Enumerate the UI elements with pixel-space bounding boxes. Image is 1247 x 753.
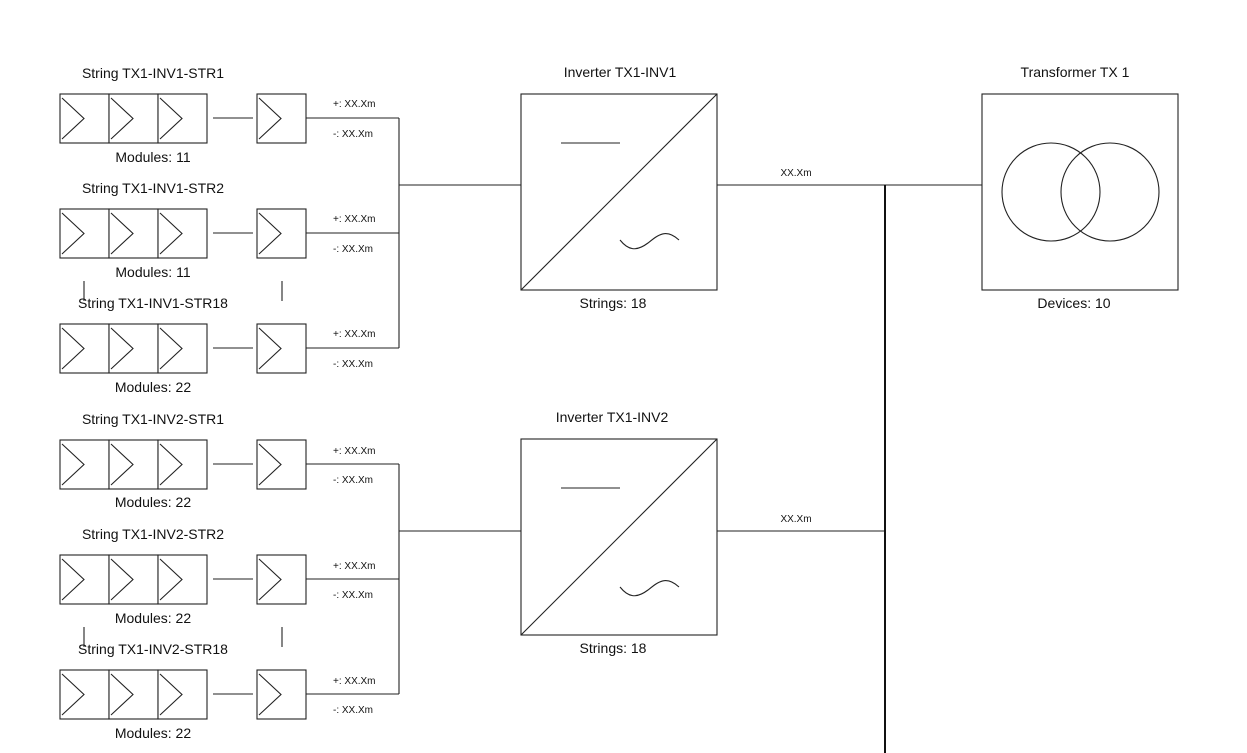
plus-cable-length: +: XX.Xm xyxy=(333,99,376,110)
module-count: Modules: 22 xyxy=(115,379,191,395)
inverter-group-2: String TX1-INV2-STR1 Modules: 22 +: XX.X… xyxy=(59,409,884,741)
ac-wave-symbol xyxy=(619,233,680,250)
string-title: String TX1-INV1-STR1 xyxy=(82,65,224,81)
inverter-group-1: String TX1-INV1-STR1 Modules: 11 +: XX.X… xyxy=(59,64,982,395)
inverter-2[interactable]: Inverter TX1-INV2 Strings: 18 xyxy=(520,409,718,656)
string-title: String TX1-INV2-STR2 xyxy=(82,526,224,542)
inverter-title: Inverter TX1-INV1 xyxy=(564,64,677,80)
minus-cable-length: -: XX.Xm xyxy=(333,705,373,716)
inverter-title: Inverter TX1-INV2 xyxy=(556,409,669,425)
pv-string-2-2[interactable]: String TX1-INV2-STR2 Modules: 22 +: XX.X… xyxy=(59,526,399,626)
module-count: Modules: 11 xyxy=(115,264,190,280)
plus-cable-length: +: XX.Xm xyxy=(333,446,376,457)
string-title: String TX1-INV1-STR2 xyxy=(82,180,224,196)
minus-cable-length: -: XX.Xm xyxy=(333,129,373,140)
minus-cable-length: -: XX.Xm xyxy=(333,590,373,601)
primary-winding-icon xyxy=(1001,142,1101,242)
plus-cable-length: +: XX.Xm xyxy=(333,561,376,572)
string-count: Strings: 18 xyxy=(580,295,647,311)
minus-cable-length: -: XX.Xm xyxy=(333,359,373,370)
ac-wave-symbol xyxy=(619,580,680,597)
string-title: String TX1-INV2-STR1 xyxy=(82,411,224,427)
ac-cable-length: XX.Xm xyxy=(780,514,811,525)
module-count: Modules: 11 xyxy=(115,149,190,165)
pv-string-1-18[interactable]: String TX1-INV1-STR18 Modules: 22 +: XX.… xyxy=(59,295,399,395)
ac-cable-length: XX.Xm xyxy=(780,168,811,179)
pv-module-icon xyxy=(157,554,208,605)
inverter-1[interactable]: Inverter TX1-INV1 Strings: 18 xyxy=(520,64,718,311)
module-count: Modules: 22 xyxy=(115,610,191,626)
pv-string-2-1[interactable]: String TX1-INV2-STR1 Modules: 22 +: XX.X… xyxy=(59,411,399,510)
module-count: Modules: 22 xyxy=(115,494,191,510)
string-title: String TX1-INV2-STR18 xyxy=(78,641,228,657)
minus-cable-length: -: XX.Xm xyxy=(333,244,373,255)
plus-cable-length: +: XX.Xm xyxy=(333,329,376,340)
device-count: Devices: 10 xyxy=(1037,295,1110,311)
secondary-winding-icon xyxy=(1060,142,1160,242)
string-count: Strings: 18 xyxy=(580,640,647,656)
transformer[interactable]: Transformer TX 1 Devices: 10 xyxy=(981,64,1179,311)
pv-string-1-2[interactable]: String TX1-INV1-STR2 Modules: 11 +: XX.X… xyxy=(59,180,399,280)
pv-string-1-1[interactable]: String TX1-INV1-STR1 Modules: 11 +: XX.X… xyxy=(59,65,399,165)
module-count: Modules: 22 xyxy=(115,725,191,741)
plus-cable-length: +: XX.Xm xyxy=(333,214,376,225)
minus-cable-length: -: XX.Xm xyxy=(333,475,373,486)
pv-string-2-18[interactable]: String TX1-INV2-STR18 Modules: 22 +: XX.… xyxy=(59,641,399,741)
plus-cable-length: +: XX.Xm xyxy=(333,676,376,687)
string-title: String TX1-INV1-STR18 xyxy=(78,295,228,311)
transformer-title: Transformer TX 1 xyxy=(1021,64,1130,80)
transformer-icon xyxy=(981,93,1179,291)
